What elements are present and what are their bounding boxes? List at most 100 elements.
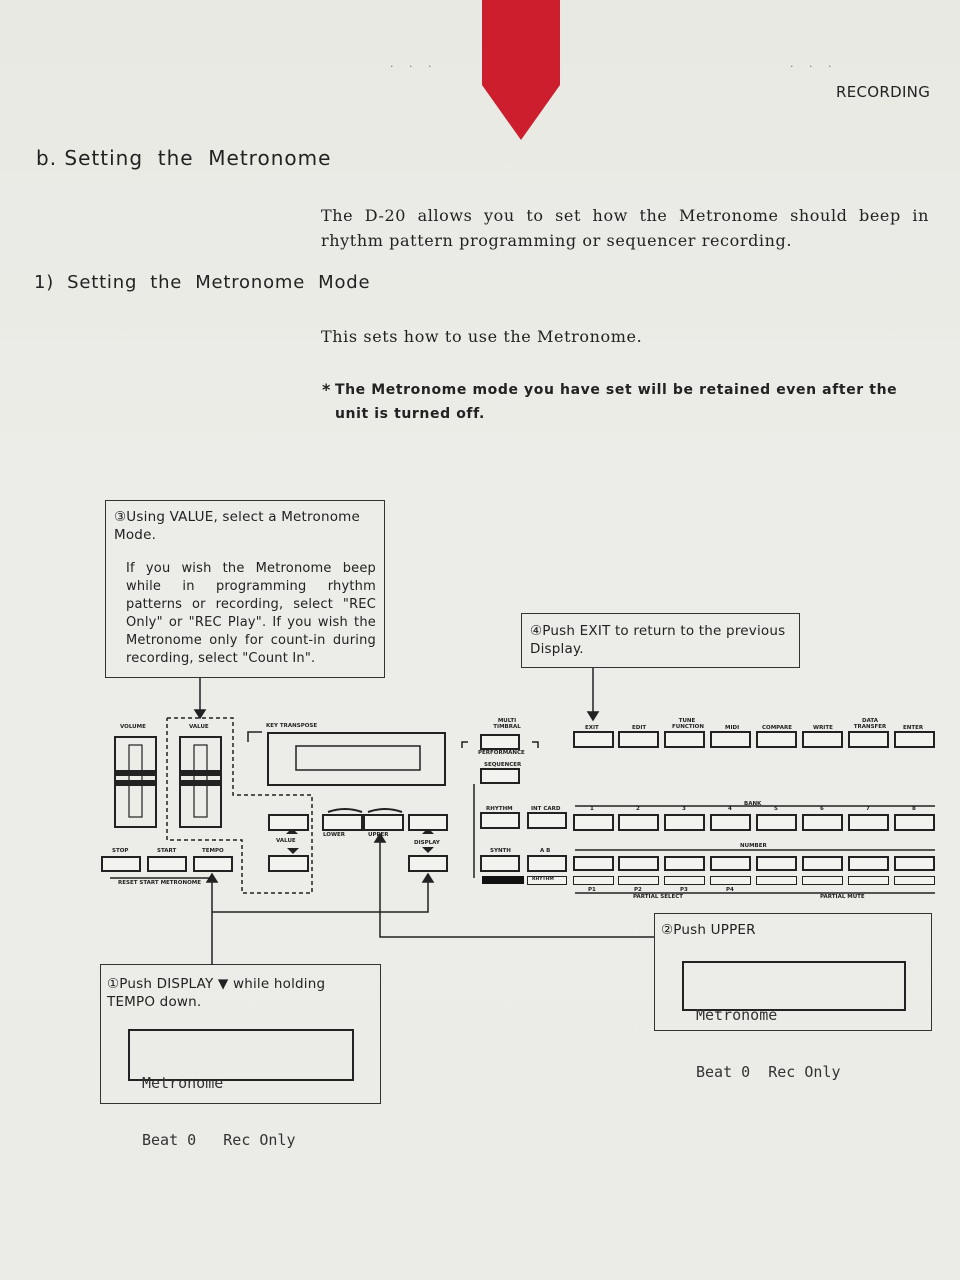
rhythm-button[interactable] [480,812,520,829]
bank-num-6: 6 [820,806,824,812]
partial-button-7[interactable] [848,876,889,885]
exit-button[interactable] [573,731,614,748]
reset-start-metronome-label: RESET START METRONOME [118,880,201,886]
lower-label: LOWER [323,832,346,838]
number-button-4[interactable] [710,856,751,871]
partial-select-label: PARTIAL SELECT [633,894,684,900]
partial-p4-label: P4 [726,887,734,893]
value-label: VALUE [189,724,209,730]
partial-button-2[interactable] [618,876,659,885]
body-paragraph: This sets how to use the Metronome. [321,327,643,346]
start-button[interactable] [147,856,187,872]
note-mark: * [322,380,331,399]
data-transfer-label: DATA TRANSFER [853,718,887,730]
rhythm-label: RHYTHM [486,806,513,812]
ab-label: A B [540,848,551,854]
write-button[interactable] [802,731,843,748]
bank-button-7[interactable] [848,814,889,831]
sequencer-label: SEQUENCER [484,762,522,768]
bank-label: BANK [744,801,762,807]
number-button-7[interactable] [848,856,889,871]
performance-button[interactable] [480,734,520,750]
partial-button-5[interactable] [756,876,797,885]
stop-button[interactable] [101,856,141,872]
value-down-button[interactable] [268,814,309,831]
section-title: b. Setting the Metronome [36,146,332,170]
synth-button[interactable] [480,855,520,872]
sequencer-button[interactable] [480,768,520,784]
key-transpose-label: KEY TRANSPOSE [266,723,318,729]
upper-button[interactable] [363,814,404,831]
number-button-3[interactable] [664,856,705,871]
number-button-8[interactable] [894,856,935,871]
performance-label: PERFORMANCE [478,750,525,756]
exit-label: EXIT [585,725,599,731]
bookmark-ribbon [482,0,560,140]
multi-timbral-label: MULTI TIMBRAL [493,718,521,730]
bank-num-5: 5 [774,806,778,812]
partial-button-3[interactable] [664,876,705,885]
note: * The Metronome mode you have set will b… [322,378,932,426]
volume-slider[interactable] [115,737,156,827]
lower-button[interactable] [322,814,363,831]
bank-button-1[interactable] [573,814,614,831]
stop-label: STOP [112,848,129,854]
dot-row-left: · · · [390,60,438,73]
bank-button-6[interactable] [802,814,843,831]
subsection-title: 1) Setting the Metronome Mode [34,272,371,293]
bank-button-5[interactable] [756,814,797,831]
enter-button[interactable] [894,731,935,748]
partial-button-8[interactable] [894,876,935,885]
partial-button-4[interactable] [710,876,751,885]
value-slider[interactable] [180,737,221,827]
ab-button[interactable] [527,855,567,872]
bank-button-2[interactable] [618,814,659,831]
partial-p3-label: P3 [680,887,688,893]
midi-button[interactable] [710,731,751,748]
partial-button-6[interactable] [802,876,843,885]
compare-button[interactable] [756,731,797,748]
number-button-1[interactable] [573,856,614,871]
enter-label: ENTER [903,725,924,731]
callout-step2: ②Push UPPER Metronome Beat 0 Rec Only [654,913,932,1081]
lcd-step1-line2: Beat 0 Rec Only [142,1131,296,1149]
edit-button[interactable] [618,731,659,748]
number-button-6[interactable] [802,856,843,871]
bank-button-8[interactable] [894,814,935,831]
synth-label: SYNTH [490,848,511,854]
int-card-button[interactable] [527,812,567,829]
callout-step3-title: ③Using VALUE, select a Metronome Mode. [114,509,361,543]
callout-step3: ③Using VALUE, select a Metronome Mode. I… [105,500,385,678]
value-small-label: VALUE [276,838,296,844]
lcd-step2-line1: Metronome [696,1006,778,1024]
value-up-button[interactable] [268,855,309,872]
number-button-5[interactable] [756,856,797,871]
note-text: The Metronome mode you have set will be … [334,382,898,422]
tune-function-button[interactable] [664,731,705,748]
data-transfer-button[interactable] [848,731,889,748]
number-button-2[interactable] [618,856,659,871]
callout-step4: ④Push EXIT to return to the previous Dis… [521,613,800,668]
display-up-button[interactable] [408,814,448,831]
rhythm-small-button[interactable] [527,876,567,885]
bank-num-4: 4 [728,806,732,812]
tempo-button[interactable] [193,856,233,872]
callout-step3-body: If you wish the Metronome beep while in … [126,561,376,666]
start-label: START [157,848,177,854]
bank-num-2: 2 [636,806,640,812]
tune-function-label: TUNE FUNCTION [672,718,704,730]
bank-button-3[interactable] [664,814,705,831]
callout-step1-title: ①Push DISPLAY ▼ while holding TEMPO down… [107,976,326,1010]
dot-row-right: · · · [790,60,838,73]
partial-button-1[interactable] [573,876,614,885]
lcd-display-step1: Metronome Beat 0 Rec Only [128,1029,354,1149]
rhythm-small-label: RHYTHM [532,877,554,882]
int-card-label: INT CARD [531,806,561,812]
bank-num-3: 3 [682,806,686,812]
bank-num-1: 1 [590,806,594,812]
lcd-step2-line2: Beat 0 Rec Only [696,1063,841,1081]
bank-num-8: 8 [912,806,916,812]
display-down-button[interactable] [408,855,448,872]
bank-button-4[interactable] [710,814,751,831]
volume-label: VOLUME [120,724,146,730]
